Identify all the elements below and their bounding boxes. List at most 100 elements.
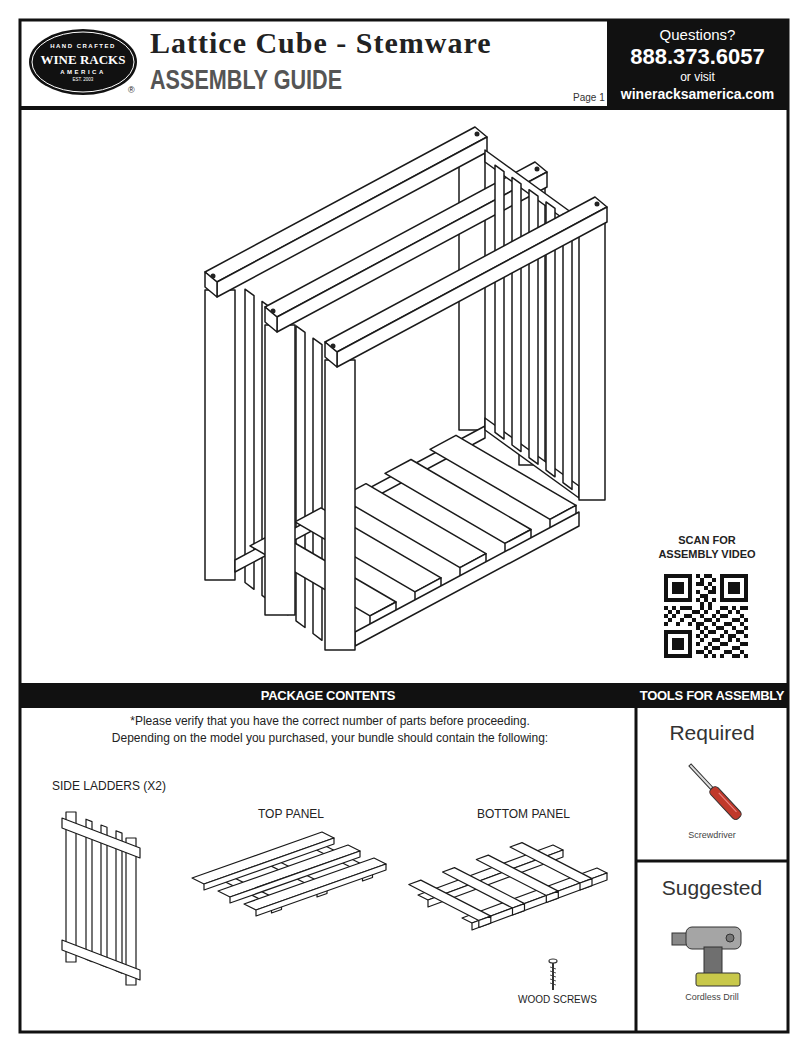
section-heading: TOOLS FOR ASSEMBLY (638, 688, 786, 704)
drill-icon-part (672, 933, 687, 945)
qr-code-part (664, 574, 692, 602)
screw-drawing-part (549, 959, 557, 963)
tool-panel: SuggestedCordless Drill (636, 861, 788, 1032)
part-name: TOP PANEL (258, 807, 324, 821)
rack-drawing-part-part (271, 309, 276, 314)
top-panel-drawing (192, 832, 386, 916)
qr-caption: SCAN FOR ASSEMBLY VIDEO (655, 533, 759, 561)
qr-code-part (672, 582, 684, 594)
rack-drawing-part (205, 272, 217, 297)
contact-heading: Questions? (611, 26, 784, 44)
rack-drawing-part (325, 360, 355, 650)
rack-drawing-part (205, 290, 235, 580)
screwdriver-icon-part (719, 793, 737, 812)
screwdriver-icon (686, 762, 742, 821)
tool-panel: RequiredScrewdriver (636, 708, 788, 861)
section-band: PACKAGE CONTENTS (20, 683, 636, 708)
qr-code-part (664, 630, 692, 658)
rack-drawing-part (519, 180, 545, 465)
page-frame-part (636, 860, 788, 863)
contact-note: or visit (611, 70, 784, 85)
section-heading: PACKAGE CONTENTS (24, 688, 632, 704)
tool-name: Cordless Drill (640, 992, 784, 1003)
phone-number: 888.373.6057 (611, 44, 784, 70)
part-name: WOOD SCREWS (518, 994, 597, 1006)
tool-name: Screwdriver (640, 830, 784, 841)
screw-drawing (549, 959, 557, 990)
registered-mark: ® (128, 85, 135, 95)
logo-oval-part (29, 29, 137, 95)
rack-drawing-part-part (211, 274, 216, 279)
rack-drawing-part (211, 132, 600, 349)
page-frame-part (635, 708, 638, 1032)
part-name: BOTTOM PANEL (477, 807, 570, 821)
rack-drawing-part (296, 326, 305, 628)
bottom-panel-drawing-part (546, 891, 558, 902)
rack-drawing-part (563, 214, 572, 489)
qr-code-part (728, 582, 740, 594)
drill-icon (672, 927, 741, 986)
top-panel-drawing-part (256, 864, 386, 916)
screwdriver-icon-part (708, 785, 743, 821)
side-ladder-drawing-part (126, 838, 136, 985)
rack-drawing-part (337, 207, 607, 367)
rack-drawing-part (325, 197, 607, 352)
screw-drawing-part (550, 967, 556, 985)
side-ladder-drawing-part (62, 818, 140, 858)
side-ladder-drawing-part (116, 831, 122, 973)
qr-code-part (720, 574, 748, 602)
page-frame-part (20, 20, 788, 1032)
bottom-panel-drawing-part (510, 843, 592, 883)
side-ladder-drawing-part (86, 819, 92, 961)
side-ladder-drawing (62, 812, 140, 985)
qr-code (664, 574, 748, 658)
bottom-panel-drawing-part (513, 904, 525, 915)
side-ladder-drawing-part (101, 825, 107, 967)
top-panel-drawing-part (244, 858, 386, 910)
rack-drawing-part (355, 512, 579, 646)
screwdriver-icon-part (689, 764, 713, 789)
drill-icon-part (686, 927, 741, 949)
drill-icon-part (704, 947, 722, 975)
qr-code-part (664, 574, 748, 658)
side-ladder-drawing-part (62, 940, 140, 980)
logo-name: WINE RACKS (40, 51, 126, 68)
page-title: Lattice Cube - Stemware (150, 26, 492, 60)
bottom-panel-drawing (409, 843, 607, 930)
tool-heading: Required (640, 720, 784, 746)
rack-drawing-part-part (595, 202, 600, 207)
rack-drawing-part (265, 325, 295, 615)
instruction-note: *Please verify that you have the correct… (105, 713, 555, 747)
rack-drawing (205, 127, 607, 650)
qr-code-part (668, 634, 688, 654)
logo-tagline: HAND CRAFTED (40, 42, 126, 51)
logo-oval-part (32, 32, 134, 92)
rack-drawing-part-part (331, 344, 336, 349)
logo-badge: HAND CRAFTEDWINE RACKSAMERICAEST. 2003 (28, 28, 138, 96)
drill-icon-part (726, 934, 734, 942)
logo-year: EST. 2003 (40, 77, 126, 83)
rack-drawing-part-part (535, 167, 540, 172)
bottom-panel-drawing-part (580, 879, 592, 890)
rack-drawing-part (325, 342, 337, 367)
drill-icon-part (696, 973, 740, 986)
contact-box: Questions?888.373.6057or visitwineracksa… (607, 20, 788, 108)
side-ladder-drawing-part (66, 812, 76, 962)
section-band: TOOLS FOR ASSEMBLY (636, 683, 788, 708)
bottom-panel-drawing-part (479, 916, 491, 927)
logo-region: AMERICA (40, 68, 126, 77)
rack-drawing-part (495, 165, 504, 439)
tool-heading: Suggested (640, 875, 784, 901)
qr-code-part (672, 638, 684, 650)
qr-code-part (664, 574, 748, 658)
website: wineracksamerica.com (611, 85, 784, 103)
rack-drawing-part (205, 127, 487, 282)
rack-drawing-part-part (475, 132, 480, 137)
rack-drawing-part (313, 338, 322, 640)
subtitle: ASSEMBLY GUIDE (150, 64, 342, 96)
rack-drawing-part (512, 177, 521, 451)
part-name: SIDE LADDERS (X2) (52, 779, 166, 793)
page-frame (20, 20, 788, 1032)
page-number: Page 1 (573, 92, 605, 104)
rack-drawing-part (579, 215, 605, 500)
